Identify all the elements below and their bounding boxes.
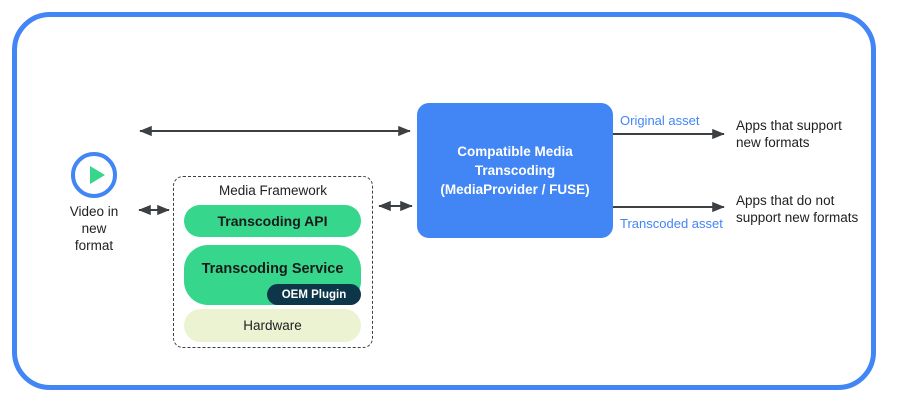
media-framework-box <box>173 176 373 348</box>
play-triangle-icon <box>90 166 105 184</box>
oem-plugin-badge: OEM Plugin <box>267 284 361 305</box>
apps-not-supporting-label: Apps that do not support new formats <box>736 193 859 225</box>
compatible-media-transcoding-box: Compatible Media Transcoding (MediaProvi… <box>417 103 613 238</box>
original-asset-label: Original asset <box>620 113 700 128</box>
video-source-label: Video in new format <box>69 204 119 253</box>
transcoded-asset-label: Transcoded asset <box>620 216 723 231</box>
layer-transcoding-api: Transcoding API <box>184 205 361 237</box>
outer-frame-border <box>12 12 876 390</box>
layer-hardware: Hardware <box>184 309 361 342</box>
play-circle-icon <box>71 152 117 198</box>
apps-supporting-label: Apps that support new formats <box>736 118 842 150</box>
media-framework-title: Media Framework <box>218 183 328 198</box>
